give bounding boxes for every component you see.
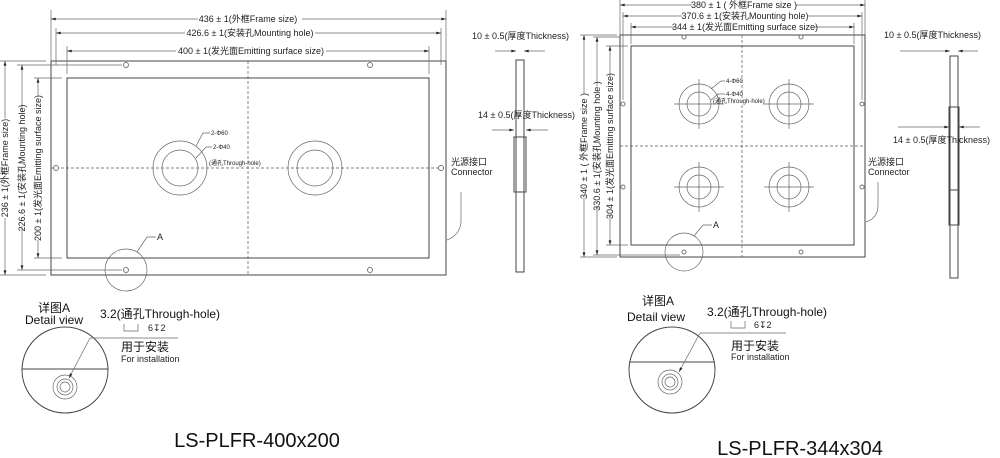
connector-label-cn: 光源接口 bbox=[868, 156, 904, 167]
holes-outer-label: 2-Φ60 bbox=[211, 131, 228, 137]
mount-height-dim: 330.6 ± 1(安装孔Mounting hole ) bbox=[591, 81, 602, 211]
thickness-thick-label: 14 ± 0.5(厚度Thickness) bbox=[893, 134, 990, 145]
counterbore-spec: 6↧2 bbox=[148, 323, 166, 333]
counterbore-icon bbox=[123, 324, 139, 332]
detail-title-cn: 详图A bbox=[38, 300, 70, 315]
frame-height-dim: 340 ± 1 ( 外框Frame size ) bbox=[578, 93, 589, 199]
mounting-holes bbox=[53, 62, 444, 273]
through-hole-label: (通孔Through-hole) bbox=[209, 159, 261, 167]
right-detail-view: 详图A Detail view 3.2(通孔Through-hole) 6↧2 … bbox=[627, 293, 827, 414]
connector-cable bbox=[446, 192, 462, 241]
right-front-view: 4-Φ60 4-Φ40 (通孔Through-hole) 380 ± 1 ( 外… bbox=[578, 0, 910, 272]
model-title-right: LS-PLFR-344x304 bbox=[717, 438, 883, 458]
through-hole-label: (通孔Through-hole) bbox=[713, 97, 765, 105]
mount-height-dim: 226.6 ± 1(安装孔Mounting hole) bbox=[16, 104, 27, 231]
frame-width-dim: 436 ± 1(外框Frame size) bbox=[199, 13, 297, 24]
detail-title-en: Detail view bbox=[25, 313, 83, 327]
use-en: For installation bbox=[121, 354, 180, 364]
emit-width-dim: 400 ± 1(发光面Emitting surface size) bbox=[178, 45, 324, 56]
frame-width-dim: 380 ± 1 ( 外框Frame size ) bbox=[691, 0, 797, 10]
connector-label-cn: 光源接口 bbox=[451, 156, 487, 167]
use-cn: 用于安装 bbox=[731, 338, 779, 353]
emitting-surface bbox=[630, 45, 855, 246]
connector-cable bbox=[865, 182, 879, 223]
left-side-view: 10 ± 0.5(厚度Thickness) 14 ± 0.5(厚度Thickne… bbox=[472, 30, 575, 273]
use-en: For installation bbox=[731, 352, 790, 362]
right-side-view: 10 ± 0.5(厚度Thickness) 14 ± 0.5(厚度Thickne… bbox=[884, 29, 990, 279]
use-cn: 用于安装 bbox=[121, 339, 169, 354]
detail-title-en: Detail view bbox=[627, 310, 685, 324]
holes-outer-label: 4-Φ60 bbox=[726, 79, 743, 85]
model-title-left: LS-PLFR-400x200 bbox=[174, 430, 340, 452]
left-front-view: 2-Φ60 2-Φ40 (通孔Through-hole) 436 ± 1(外框F… bbox=[0, 10, 493, 292]
detail-marker: A bbox=[157, 232, 163, 242]
connector-label-en: Connector bbox=[451, 167, 493, 177]
emit-height-dim: 304 ± 1(发光面Emitting surface size) bbox=[604, 73, 615, 219]
left-detail-view: 详图A Detail view 3.2(通孔Through-hole) 6↧2 … bbox=[21, 300, 220, 414]
thickness-thick-label: 14 ± 0.5(厚度Thickness) bbox=[478, 109, 575, 120]
detail-title-cn: 详图A bbox=[642, 293, 674, 308]
detail-a-circle bbox=[664, 232, 704, 272]
thickness-thin-label: 10 ± 0.5(厚度Thickness) bbox=[472, 30, 569, 41]
thickness-thin-label: 10 ± 0.5(厚度Thickness) bbox=[884, 29, 981, 40]
counterbore-icon bbox=[730, 321, 746, 329]
mount-width-dim: 426.6 ± 1(安装孔Mounting hole) bbox=[186, 27, 313, 38]
hole-spec: 3.2(通孔Through-hole) bbox=[100, 307, 220, 321]
through-holes bbox=[674, 79, 814, 212]
through-holes bbox=[152, 140, 343, 196]
emit-width-dim: 344 ± 1(发光面Emitting surface size) bbox=[672, 21, 818, 32]
emit-height-dim: 200 ± 1(发光面Emitting surface size) bbox=[32, 95, 43, 241]
holes-inner-label: 2-Φ40 bbox=[213, 145, 230, 151]
mounting-holes bbox=[620, 34, 865, 255]
connector-label-en: Connector bbox=[868, 167, 910, 177]
counterbore-spec: 6↧2 bbox=[754, 320, 772, 330]
detail-marker: A bbox=[713, 220, 719, 230]
detail-a-circle bbox=[104, 248, 148, 292]
mount-width-dim: 370.6 ± 1(安装孔Mounting hole) bbox=[681, 10, 808, 21]
holes-inner-label: 4-Φ40 bbox=[726, 92, 743, 98]
frame-height-dim: 236 ± 1(外框Frame size) bbox=[0, 119, 10, 217]
hole-spec: 3.2(通孔Through-hole) bbox=[707, 305, 827, 319]
